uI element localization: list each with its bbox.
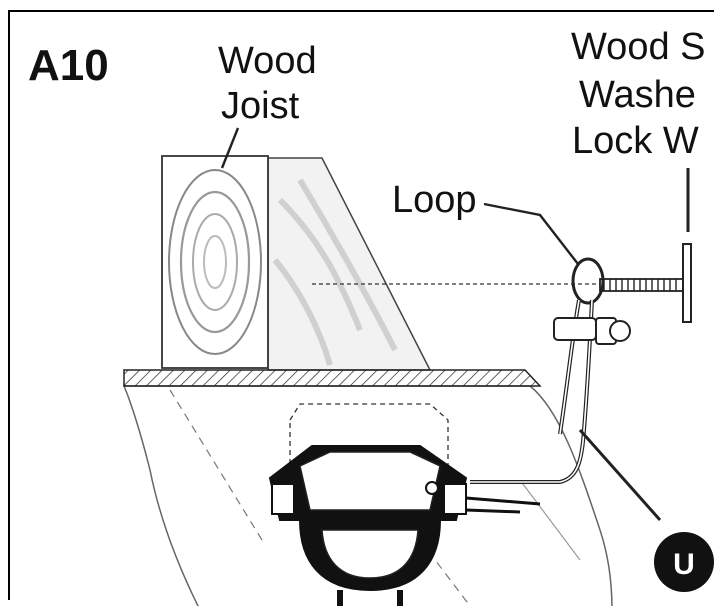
joist-label-line1: Wood [218, 40, 317, 82]
figure-frame [8, 10, 714, 600]
wood-joist-icon [161, 155, 269, 369]
svg-text:U: U [673, 548, 695, 581]
screw-label-line3: Lock W [572, 120, 699, 162]
joist-label-line2: Joist [221, 85, 300, 127]
loop-label: Loop [392, 179, 477, 221]
safety-cable-icon [470, 202, 662, 521]
fan-canopy-icon [298, 519, 442, 606]
callout-badge-icon: U [654, 532, 714, 592]
screw-label-line2: Washe [579, 74, 696, 116]
ceiling-plate-icon [268, 445, 541, 521]
ceiling-edge [123, 369, 542, 387]
step-label: A10 [28, 41, 109, 90]
wood-screw-icon [599, 168, 692, 323]
screw-label-line1: Wood S [571, 26, 706, 68]
